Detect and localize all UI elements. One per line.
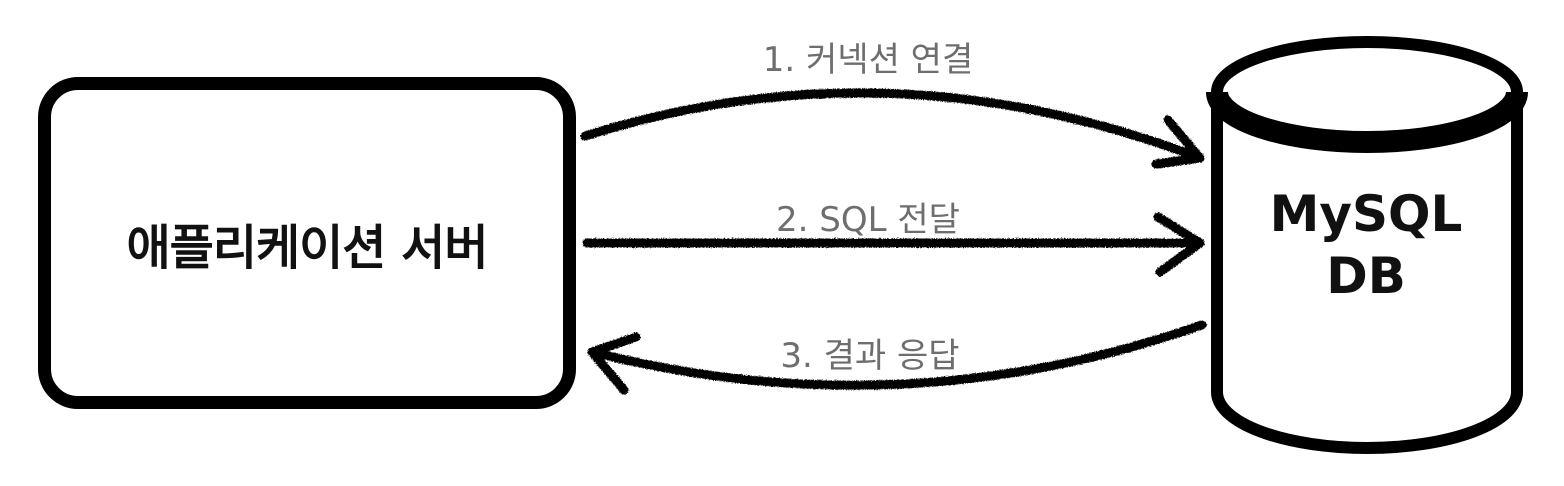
database-label: MySQL DB xyxy=(1212,183,1520,307)
arrow-sql-label: 2. SQL 전달 xyxy=(776,200,960,240)
arrow-sql xyxy=(582,212,1205,277)
arrow-connect xyxy=(580,88,1205,169)
database-label-line2: DB xyxy=(1326,247,1406,305)
database-cylinder-body xyxy=(1211,92,1523,454)
database-cylinder-top-rim xyxy=(1206,91,1528,153)
database-cylinder xyxy=(1206,36,1528,454)
application-server-label: 애플리케이션 서버 xyxy=(126,220,489,276)
arrow-connect-line xyxy=(580,88,1205,163)
database-label-line1: MySQL xyxy=(1269,185,1463,243)
arrow-response-head xyxy=(587,332,641,395)
application-server-box: 애플리케이션 서버 xyxy=(38,77,576,409)
arrow-response xyxy=(587,320,1207,395)
arrow-response-line xyxy=(587,320,1207,390)
arrow-response-label: 3. 결과 응답 xyxy=(780,336,960,376)
arrow-connect-head xyxy=(1151,115,1205,169)
arrow-sql-head xyxy=(1153,212,1205,277)
arrow-connect-label: 1. 커넥션 연결 xyxy=(762,40,974,80)
